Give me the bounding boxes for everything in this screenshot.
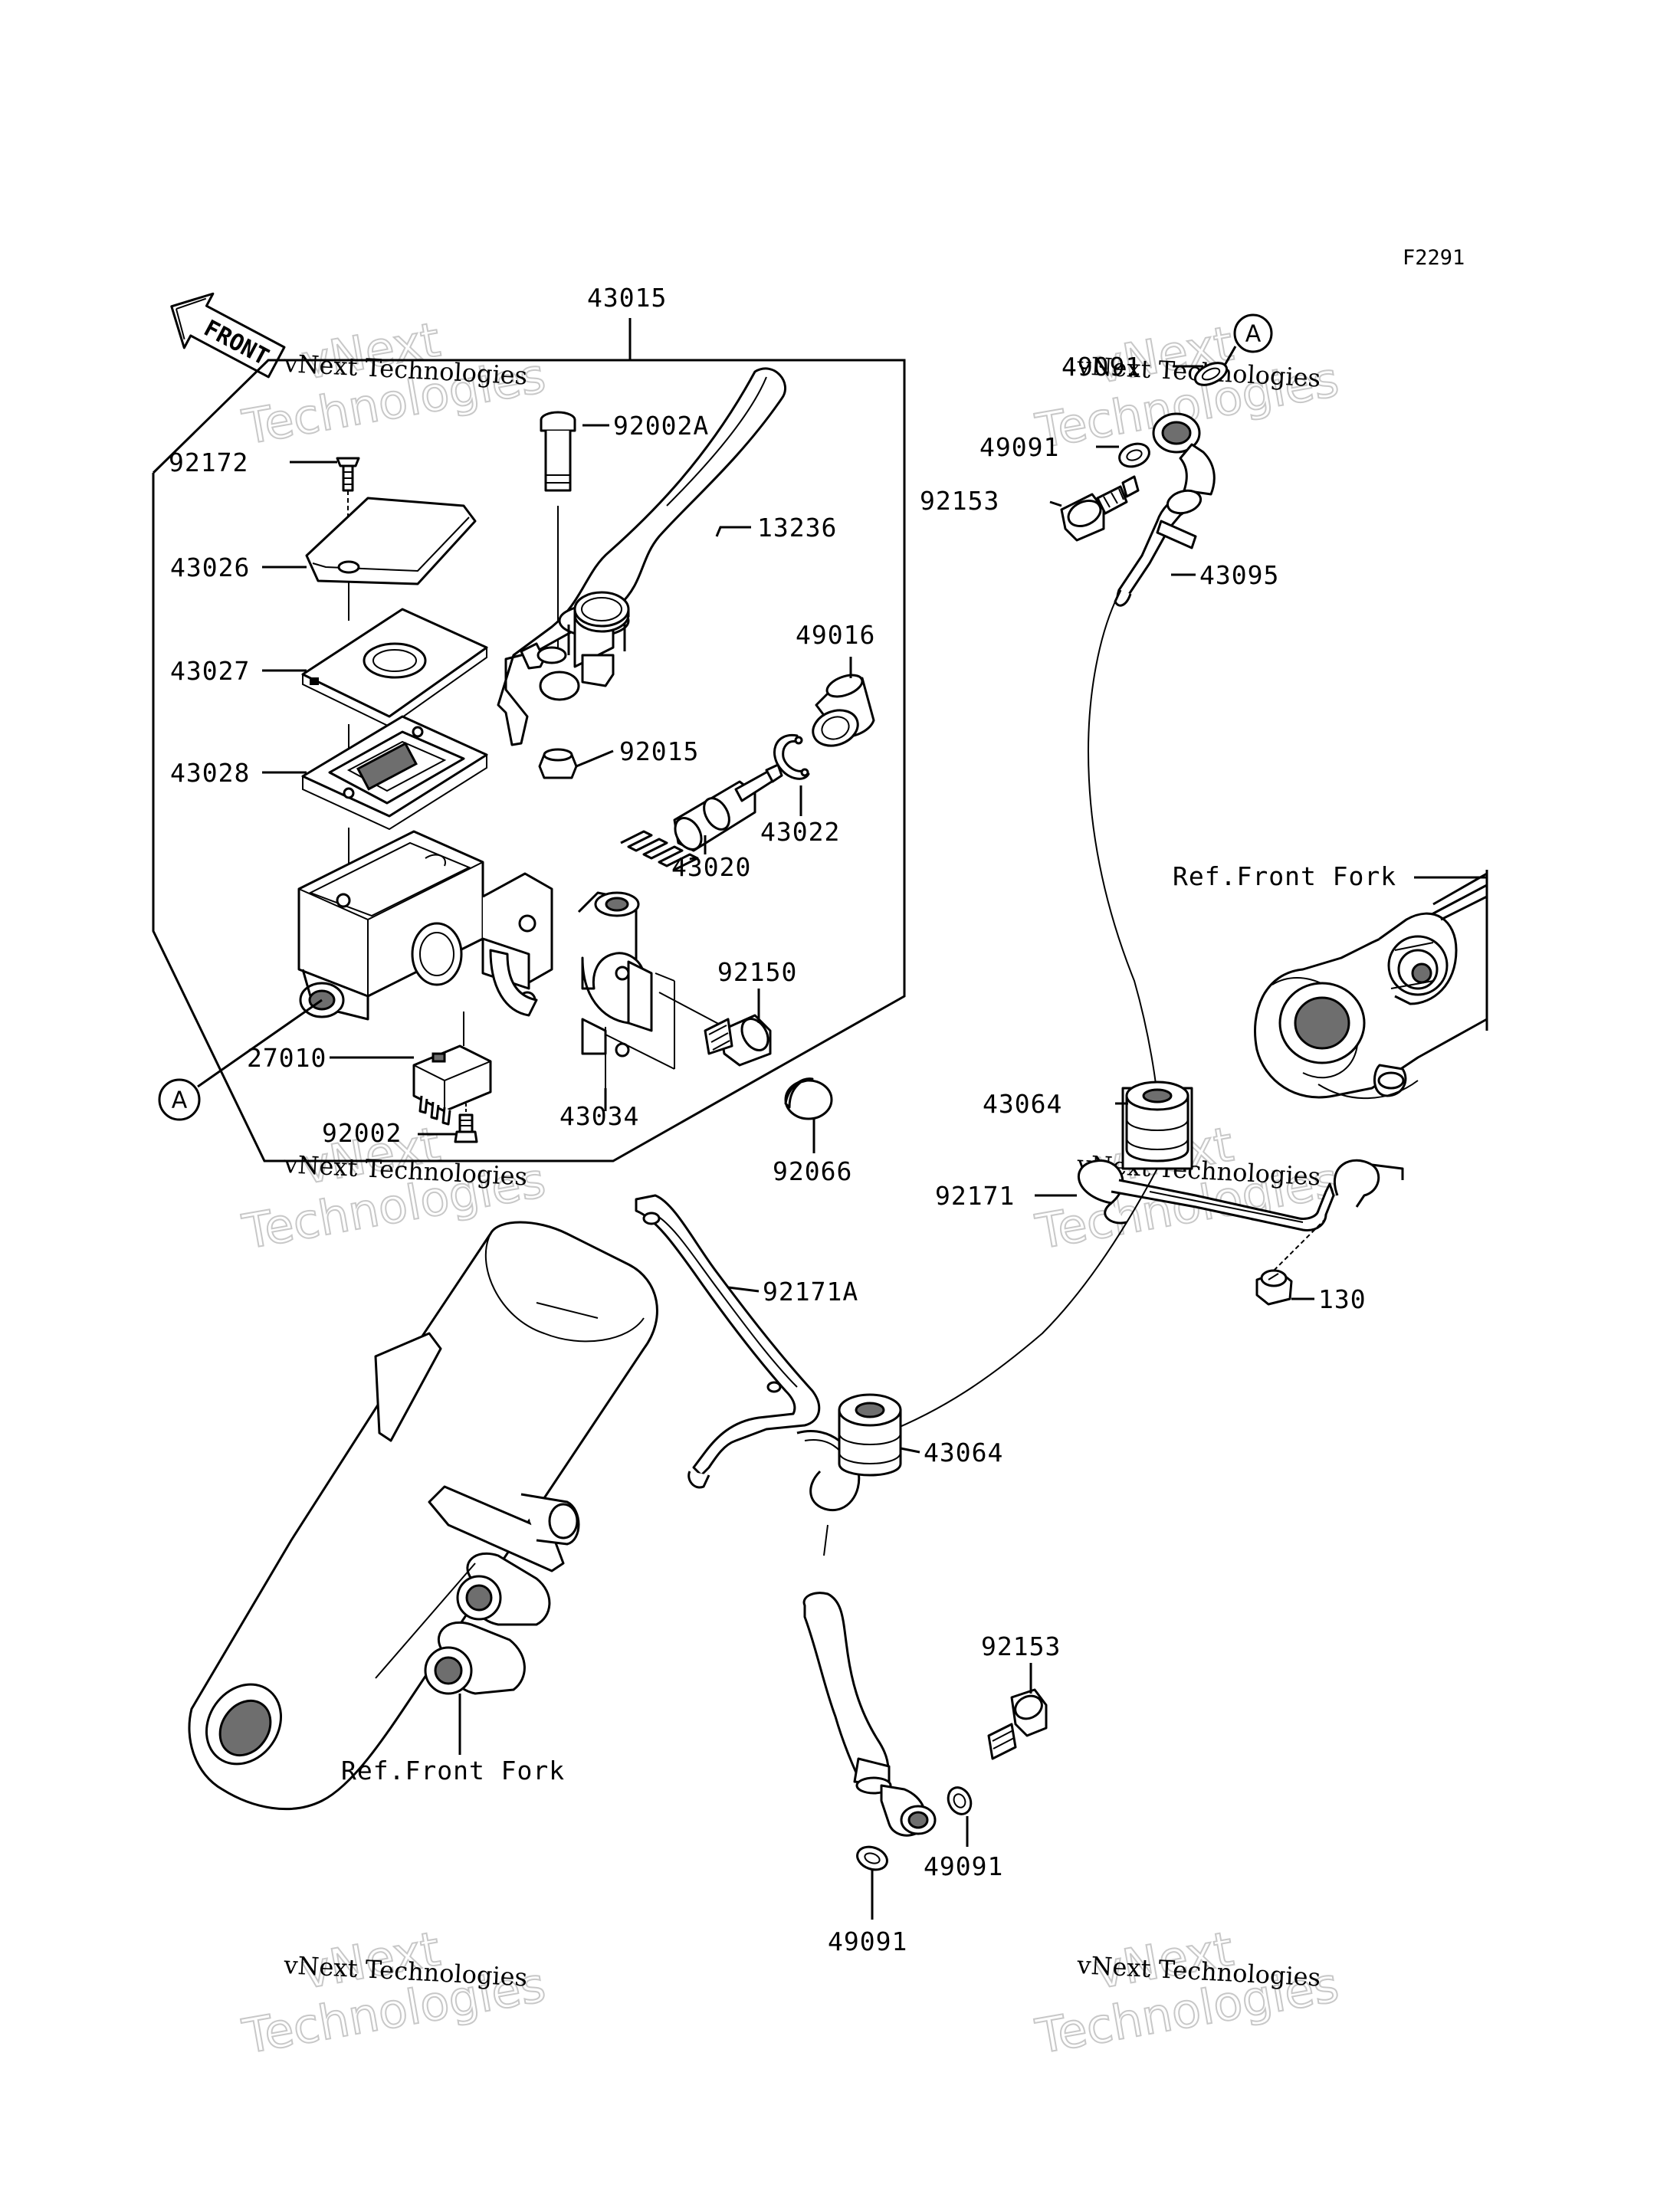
hose-path-lower [884, 1168, 1158, 1434]
washer-49091-top-b-icon [1118, 442, 1150, 468]
label-43064-upper: 43064 [983, 1089, 1062, 1119]
leader-lines [262, 365, 1314, 1920]
label-49091-bottom-a: 49091 [924, 1851, 1003, 1881]
label-92150: 92150 [717, 957, 797, 987]
grommet-43064-lower-icon [838, 1393, 902, 1477]
label-49091-bottom-b: 49091 [828, 1926, 907, 1956]
washer-49091-bottom-a-icon [947, 1786, 973, 1815]
washer-49091-bottom-b-icon [856, 1845, 888, 1871]
label-43026: 43026 [170, 553, 250, 582]
nut-92015-icon [538, 748, 578, 779]
hose-clamp-92171-icon [1077, 1159, 1404, 1231]
label-13236: 13236 [757, 513, 837, 543]
callout-A-label: A [1245, 321, 1262, 348]
circlip-43022-icon [773, 734, 810, 780]
label-43027: 43027 [170, 656, 250, 686]
grommet-43064-upper-icon [1121, 1080, 1193, 1170]
ref-front-fork-left: Ref.Front Fork [341, 1756, 565, 1785]
label-92153-bottom: 92153 [981, 1631, 1061, 1661]
label-43095: 43095 [1199, 560, 1279, 590]
screw-92002-icon [454, 1103, 478, 1143]
label-43015: 43015 [587, 283, 667, 313]
brake-hose-lower-icon [802, 1524, 937, 1837]
master-cylinder-body-icon [297, 830, 553, 1046]
label-92002A: 92002A [613, 411, 709, 441]
label-92066: 92066 [773, 1156, 852, 1186]
banjo-fitting-top-icon [1152, 412, 1216, 496]
label-92153-top: 92153 [920, 486, 999, 516]
label-43020: 43020 [671, 852, 751, 882]
banjo-bolt-92153-top-icon [1060, 475, 1140, 542]
brake-hose-43095-icon [1087, 489, 1203, 1104]
front-fork-left-icon [188, 1221, 658, 1811]
bracket-92171A-icon [635, 1194, 861, 1512]
diaphragm-plate-43027-icon [301, 608, 488, 755]
cap-92066-icon [784, 1077, 833, 1120]
label-92002: 92002 [322, 1118, 402, 1148]
label-27010: 27010 [247, 1043, 326, 1073]
bolt-130-icon [1255, 1218, 1327, 1306]
dust-boot-49016-icon [812, 674, 875, 747]
label-49016: 49016 [796, 620, 875, 650]
callout-A-right: A [1219, 313, 1273, 374]
callout-A-left: A [158, 998, 323, 1121]
part-number-labels: 43015 92002A 92172 13236 43026 49016 430… [169, 283, 1396, 1956]
label-130: 130 [1318, 1284, 1367, 1314]
callout-A-label: A [172, 1087, 188, 1114]
label-92171: 92171 [935, 1181, 1015, 1211]
label-43064-lower: 43064 [924, 1438, 1003, 1467]
label-43022: 43022 [760, 817, 840, 847]
assembly-outline-43015 [152, 318, 906, 1162]
label-92015: 92015 [619, 736, 699, 766]
piston-43020-icon [620, 763, 783, 871]
label-49091-top-b: 49091 [979, 432, 1059, 462]
label-49091-top-a: 49091 [1061, 352, 1141, 382]
brake-lever-13236-icon [497, 367, 787, 746]
clamp-43034-icon [577, 891, 675, 1111]
label-43034: 43034 [559, 1101, 639, 1131]
label-92171A: 92171A [763, 1277, 858, 1307]
banjo-bolt-92153-bottom-icon [987, 1688, 1048, 1760]
label-43028: 43028 [170, 758, 250, 788]
label-92172: 92172 [169, 448, 248, 477]
ref-front-fork-right: Ref.Front Fork [1173, 861, 1396, 891]
washer-49091-top-a-icon [1193, 362, 1229, 386]
diaphragm-43028-icon [301, 715, 488, 870]
brake-switch-27010-icon [412, 1044, 492, 1126]
front-arrow-icon: FRONT [170, 292, 286, 379]
front-fork-right-icon [1254, 870, 1488, 1100]
bolt-92150-icon [658, 992, 772, 1067]
reservoir-cap-43026-icon [305, 497, 477, 621]
figure-code: F2291 [1403, 246, 1465, 270]
